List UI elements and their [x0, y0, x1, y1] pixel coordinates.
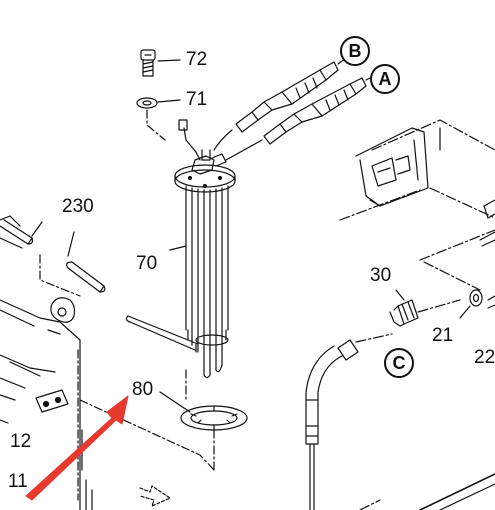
- part-number-230: 230: [62, 196, 94, 217]
- tank-unit-70: [125, 149, 236, 379]
- washer-21: [469, 289, 483, 307]
- part-number-30: 30: [370, 265, 392, 286]
- hose-c: [305, 339, 359, 510]
- part-number-12: 12: [10, 431, 32, 452]
- part-number-80: 80: [132, 379, 154, 400]
- hose-a: [225, 75, 375, 161]
- callout-a: A: [370, 64, 400, 94]
- callout-c: C: [384, 348, 414, 378]
- rod-230-upper: [0, 219, 34, 245]
- callout-b: B: [340, 36, 370, 66]
- part-number-70: 70: [136, 253, 158, 274]
- bolt-72: [140, 49, 156, 77]
- fitting-30: [389, 299, 419, 327]
- washer-71: [136, 97, 158, 109]
- part-number-71: 71: [186, 89, 208, 110]
- direction-arrow-outline: [139, 485, 171, 507]
- bracket-plate: [35, 389, 69, 413]
- hose-b: [213, 57, 347, 151]
- part-number-11: 11: [8, 471, 28, 492]
- right-bracket: [355, 127, 429, 207]
- part-number-21: 21: [432, 325, 454, 346]
- gasket-80: [180, 405, 248, 431]
- part-number-72: 72: [186, 49, 208, 70]
- left-housing: [0, 215, 93, 510]
- part-number-22: 22: [474, 347, 495, 368]
- rod-230-lower: [66, 261, 106, 293]
- red-pointer-arrow: [25, 395, 129, 501]
